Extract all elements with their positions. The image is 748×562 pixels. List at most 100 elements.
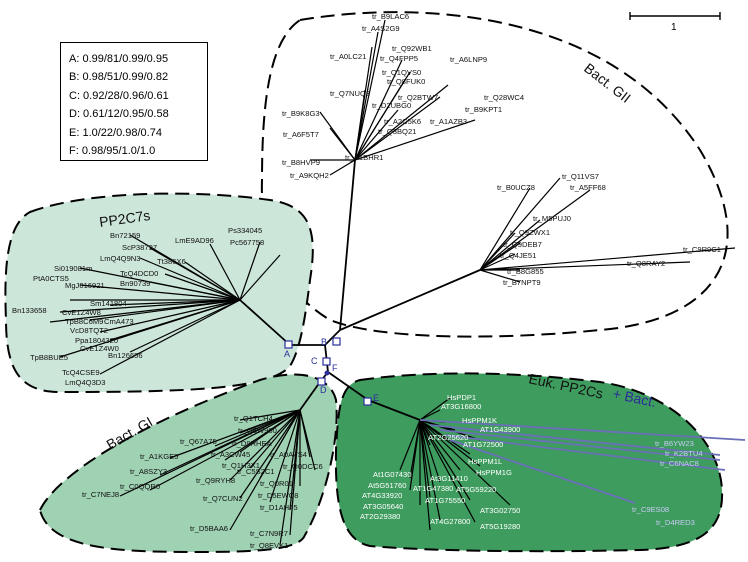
leaf-label: ScP38797 <box>122 243 157 252</box>
leaf-label: tr_A1AZB3 <box>430 117 467 126</box>
leaf-label: tr_M5PUJ0 <box>533 214 571 223</box>
leaf-label: tr_D2UBG0 <box>372 101 411 110</box>
leaf-label: tr_C0QQR0 <box>120 482 160 491</box>
leaves-bact-gi: tr_Q1TCH4 tr_Q6W960 tr_Q67A75 tr_D9RHEA … <box>82 414 323 550</box>
leaf-label: AT4G27800 <box>430 517 470 526</box>
leaf-label: CvE1Z4W8 <box>62 308 101 317</box>
leaf-label: AT5G19280 <box>480 522 520 531</box>
node-f-label: F <box>332 363 338 373</box>
legend-row-f: F: 0.98/95/1.0/1.0 <box>69 145 156 158</box>
support-values-legend: A: 0.99/81/0.99/0.95 B: 0.98/51/0.99/0.8… <box>60 42 208 161</box>
node-d-label: D <box>320 385 327 395</box>
legend-row-a: A: 0.99/81/0.99/0.95 <box>69 53 169 65</box>
leaf-label: AT2G29380 <box>360 512 400 521</box>
leaf-label: tr_A1KGE5 <box>140 452 178 461</box>
leaf-label: tr_Q28WC4 <box>484 93 524 102</box>
leaf-label: tr_D5EWC8 <box>258 491 299 500</box>
leaf-label: Bn126656 <box>108 351 143 360</box>
leaf-label: Sm141804 <box>90 299 127 308</box>
leaf-label: tr_B9LAC6 <box>372 12 409 21</box>
node-b-label: B <box>321 337 327 347</box>
leaf-label: tr_Q9ZWX1 <box>510 228 550 237</box>
node-c-label: C <box>311 356 318 366</box>
legend-row-e: E: 1.0/22/0.98/0.74 <box>69 126 162 139</box>
leaf-label: tr_A6LNP9 <box>450 55 487 64</box>
leaf-label: Tt386X6 <box>157 257 186 266</box>
node-e-marker <box>363 397 372 406</box>
leaf-label: tr_C9ES08 <box>632 505 669 514</box>
internal-nodes: A B C D E F <box>284 337 379 406</box>
node-a-label: A <box>284 349 290 359</box>
leaf-label: tr_Q9DEB7 <box>503 240 542 249</box>
pp2c7s-branches <box>49 234 281 375</box>
leaf-label: tr_Q2BTW7 <box>398 93 438 102</box>
leaf-label: HsPPM1L <box>468 457 502 466</box>
leaf-label: tr_A4S2G9 <box>362 24 400 33</box>
leaf-label: tr_C9R9C1 <box>683 245 721 254</box>
leaf-label: AT2G25620 <box>428 433 468 442</box>
leaf-label: tr_Q1QVS0 <box>382 68 421 77</box>
leaf-label: tr_A0AVS4 <box>270 450 307 459</box>
leaf-label: tr_C6NAC8 <box>660 459 699 468</box>
leaf-label: tr_D4RED3 <box>656 518 695 527</box>
node-d-marker <box>317 377 326 386</box>
leaf-label: tr_A9KQH2 <box>290 171 329 180</box>
leaf-label: tr_Q8FUK0 <box>387 77 425 86</box>
leaf-label: HsPDP1 <box>447 393 476 402</box>
node-a-marker <box>284 340 293 349</box>
leaf-label: Si019081m <box>54 264 92 273</box>
leaf-label: LmQ4Q9N3 <box>100 254 141 263</box>
leaf-label: tr_A2C5K6 <box>384 117 421 126</box>
scale-bar <box>629 12 721 20</box>
scale-bar-label: 1 <box>671 22 677 33</box>
euk-branches <box>399 397 511 531</box>
leaf-label: At5G51760 <box>368 481 406 490</box>
leaf-label: tr_C7N9R7 <box>250 529 288 538</box>
bact-gii-region <box>260 11 729 338</box>
leaf-label: Bn72159 <box>110 231 140 240</box>
leaf-label: TpB8C6M9 <box>65 317 103 326</box>
leaf-label: LmE9AD96 <box>175 236 214 245</box>
leaf-label: tr_A3CW45 <box>211 450 250 459</box>
leaf-label: tr_C5S2C1 <box>237 467 275 476</box>
leaf-label: tr_Q92WB1 <box>392 44 432 53</box>
leaf-label: tr_Q11VS7 <box>562 172 599 181</box>
leaf-label: AT3G05640 <box>363 502 403 511</box>
leaf-label: Ppa1804320 <box>75 336 118 345</box>
node-b-marker <box>332 337 341 346</box>
leaf-label: tr_A5FF68 <box>570 183 606 192</box>
group-label-bact-gii: Bact. GII <box>581 60 634 106</box>
leaf-label: tr_A8SZY3 <box>130 467 167 476</box>
leaf-label: MgJ016921 <box>65 281 105 290</box>
leaves-pp2c7s: Bn72159 Ps334045 Pc567758 ScP38797 LmE9A… <box>12 226 264 387</box>
leaf-label: CvE1Z4W0 <box>80 344 119 353</box>
legend-row-d: D: 0.61/12/0.95/0.58 <box>69 108 169 121</box>
leaf-label: At1G07430 <box>373 470 411 479</box>
leaf-label: LmQ4Q3D3 <box>65 378 106 387</box>
leaf-label: HsPPM1K <box>462 416 497 425</box>
leaves-euk: HsPDP1 AT3G16800 HsPPM1K AT1G43900 AT2G2… <box>360 393 520 531</box>
bact-gii-branches <box>310 19 736 283</box>
bact-gi-branches <box>119 409 316 546</box>
node-e-label: E <box>373 393 379 403</box>
leaf-label: tr_Q0R01 <box>260 479 293 488</box>
leaf-label: tr_B8G855 <box>507 267 544 276</box>
leaf-label: AT3G16800 <box>441 402 481 411</box>
leaf-label: Ps334045 <box>228 226 262 235</box>
leaf-label: TcQ4DCD0 <box>120 269 158 278</box>
leaf-label: VcD8TQT2 <box>70 326 108 335</box>
leaf-label: tr_Q0DCC6 <box>283 462 323 471</box>
leaf-label: tr_A0LC21 <box>330 52 366 61</box>
leaf-label: AT4G33920 <box>362 491 402 500</box>
leaf-label: tr_D1AH45 <box>260 503 298 512</box>
legend-row-c: C: 0.92/28/0.96/0.61 <box>69 89 169 102</box>
legend-row-b: B: 0.98/51/0.99/0.82 <box>69 71 169 84</box>
leaf-label: tr_D5BAA6 <box>190 524 228 533</box>
leaf-label: AT1G72500 <box>463 440 503 449</box>
leaf-label: At3G11410 <box>430 474 468 483</box>
leaf-label: Bn90739 <box>120 279 150 288</box>
leaf-label: tr_Q8RAY2 <box>627 259 665 268</box>
leaves-euk-bact: tr_B6YW23 tr_K2BTU4 tr_C6NAC8 tr_C9ES08 … <box>632 439 703 527</box>
leaf-label: tr_Q9RYH8 <box>196 476 235 485</box>
